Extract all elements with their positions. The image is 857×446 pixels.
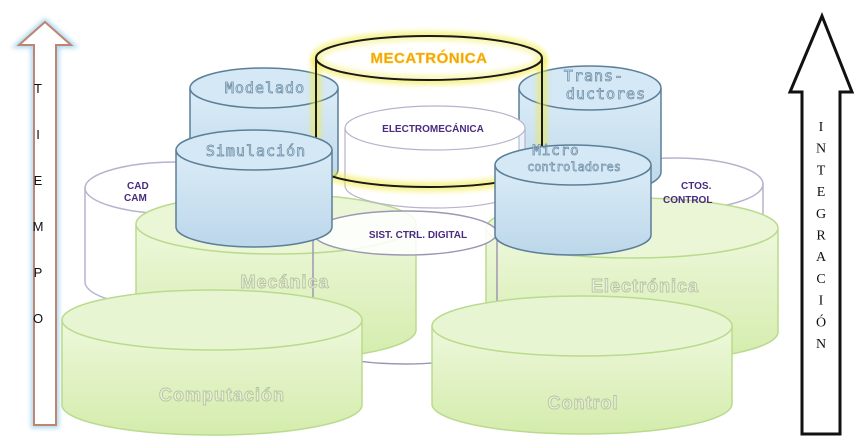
mecatronica-label: MECATRÓNICA — [371, 49, 488, 67]
tiempo-letter: E — [34, 173, 43, 188]
computacion-label: Computación — [159, 385, 285, 405]
integracion-letter: G — [816, 207, 826, 222]
micro-label-2: controladores — [527, 160, 621, 174]
electronica-label: Electrónica — [591, 276, 699, 296]
simulacion-cylinder — [175, 129, 333, 248]
modelado-label: Modelado — [225, 79, 305, 97]
tiempo-arrow: T I E M P O — [11, 17, 79, 428]
control-label: Control — [548, 393, 619, 413]
transductores-label-1: Trans- — [564, 67, 624, 85]
simulacion-label: Simulación — [206, 142, 306, 160]
cam-label: CAM — [124, 193, 147, 204]
integracion-letter: N — [816, 337, 826, 352]
integracion-letter: I — [819, 294, 824, 309]
control-cylinder — [431, 295, 733, 435]
micro-label-1: Micro — [532, 143, 579, 159]
cad-label: CAD — [127, 181, 149, 192]
integracion-letter: A — [816, 250, 827, 265]
tiempo-letter: M — [33, 219, 44, 234]
ctos-label: CTOS. — [681, 181, 712, 192]
tiempo-letter: P — [34, 265, 43, 280]
integracion-letter: Ó — [816, 313, 826, 330]
integracion-letter: C — [816, 272, 825, 287]
tiempo-letter: I — [36, 127, 40, 142]
sist-ctrl-digital-label: SIST. CTRL. DIGITAL — [369, 230, 467, 241]
electromecanica-label: ELECTROMECÁNICA — [382, 122, 484, 135]
integracion-letter: N — [816, 142, 826, 157]
mecanica-label: Mecánica — [240, 272, 329, 292]
integracion-letter: E — [817, 185, 826, 200]
control-ctos-label: CONTROL — [663, 195, 712, 206]
integracion-letter: T — [817, 163, 826, 178]
integracion-letter: I — [819, 120, 824, 135]
integracion-letter: R — [816, 229, 826, 244]
tiempo-letter: T — [34, 81, 42, 96]
microcontroladores-cylinder — [494, 144, 652, 256]
computacion-cylinder — [61, 289, 363, 436]
tiempo-letter: O — [33, 311, 43, 326]
transductores-label-2: ductores — [566, 85, 646, 103]
